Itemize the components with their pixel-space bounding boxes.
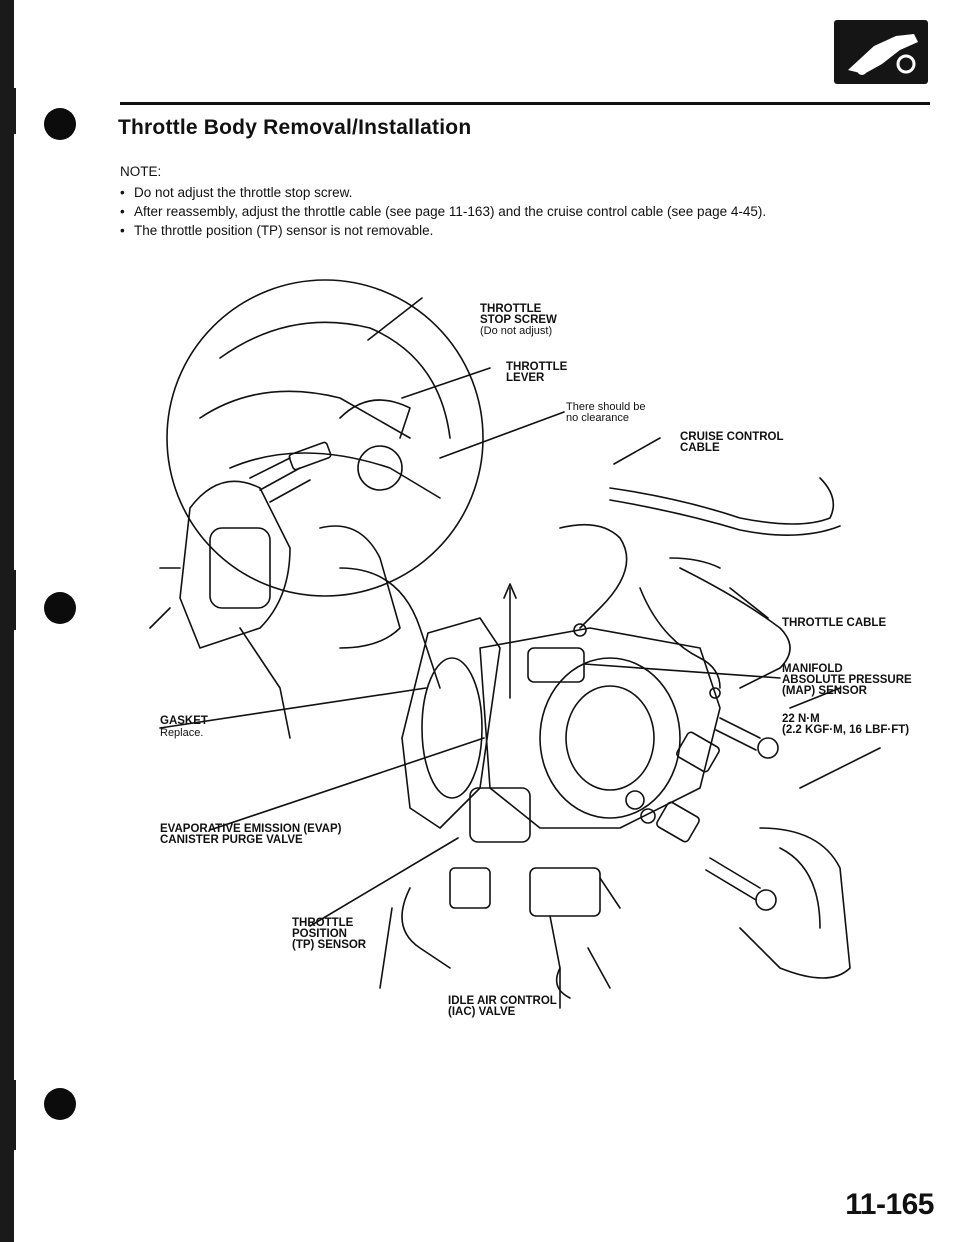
cruise-cable-end <box>559 523 628 629</box>
evap-leader <box>209 737 485 831</box>
label-throttle-cable: THROTTLE CABLE <box>782 617 887 629</box>
label-cruise-control-cable: CRUISE CONTROL CABLE <box>680 431 784 454</box>
note-item: Do not adjust the throttle stop screw. <box>120 183 766 202</box>
note-list: Do not adjust the throttle stop screw. A… <box>120 183 766 240</box>
gasket <box>401 617 501 829</box>
label-throttle-stop-screw: THROTTLE STOP SCREW <box>480 303 557 326</box>
note-item: The throttle position (TP) sensor is not… <box>120 221 766 240</box>
tp-leader <box>309 837 459 927</box>
throttle-cable <box>679 567 791 689</box>
throttle-bore <box>539 657 681 819</box>
note-do-not-adjust: (Do not adjust) <box>480 325 553 337</box>
throttle-body-diagram <box>149 279 881 1009</box>
note-replace: Replace. <box>160 727 204 739</box>
gasket-leader <box>159 687 427 729</box>
label-iac-valve: IDLE AIR CONTROL (IAC) VALVE <box>448 995 557 1018</box>
label-map-sensor: MANIFOLD ABSOLUTE PRESSURE (MAP) SENSOR <box>782 663 912 697</box>
evap-purge-valve <box>449 867 491 909</box>
detail-throttle-housing <box>219 321 451 439</box>
label-throttle-lever: THROTTLE LEVER <box>506 361 568 384</box>
cruise-control-cable <box>609 477 835 525</box>
detail-throttle-shaft <box>357 445 403 491</box>
throttle-body <box>479 627 721 829</box>
binding-edge <box>0 0 16 1242</box>
label-evap-purge-valve: EVAPORATIVE EMISSION (EVAP) CANISTER PUR… <box>160 823 342 846</box>
note-heading: NOTE: <box>120 164 162 179</box>
connector <box>676 731 720 773</box>
header-rule <box>120 102 930 105</box>
label-tp-sensor: THROTTLE POSITION (TP) SENSOR <box>292 917 367 951</box>
binding-notch <box>10 1080 16 1150</box>
car-section-icon <box>834 20 928 84</box>
binding-notch <box>10 88 16 134</box>
map-sensor <box>527 647 585 683</box>
detail-stop-screw <box>288 441 332 471</box>
section-marker <box>44 108 76 140</box>
tp-sensor <box>469 787 531 843</box>
section-marker <box>44 592 76 624</box>
iac-leader <box>379 907 393 989</box>
mounting-bolt <box>715 717 761 751</box>
detail-magnifier <box>166 279 484 597</box>
label-gasket: GASKET <box>160 715 208 727</box>
air-intake-duct <box>739 827 851 979</box>
section-marker <box>44 1088 76 1120</box>
mounting-bolt <box>705 857 761 901</box>
binding-notch <box>10 570 16 630</box>
iac-valve <box>529 867 601 917</box>
page-number: 11-165 <box>845 1188 934 1221</box>
label-torque-spec: 22 N·m (2.2 kgf·m, 16 lbf·ft) <box>782 713 910 736</box>
connector <box>656 801 700 843</box>
note-item: After reassembly, adjust the throttle ca… <box>120 202 766 221</box>
note-no-clearance: There should be no clearance <box>566 401 646 424</box>
page-title: Throttle Body Removal/Installation <box>118 116 472 139</box>
intake-manifold <box>179 480 291 649</box>
